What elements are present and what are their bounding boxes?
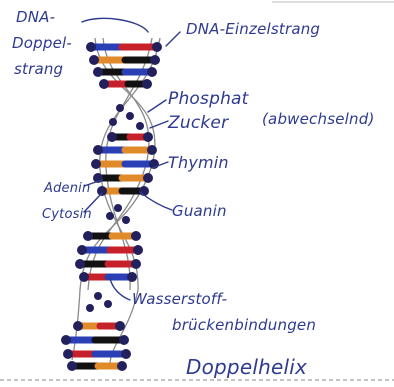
base-pair <box>79 272 137 282</box>
label-wasserstoff-line1: Wasserstoff- <box>132 290 227 308</box>
pointer-phosphat <box>148 100 166 112</box>
label-abwechselnd: (abwechselnd) <box>262 110 375 128</box>
base-pair <box>83 231 141 241</box>
pointer-doppelstrang <box>82 18 148 32</box>
label-adenin: Adenin <box>43 181 90 196</box>
base-pair <box>89 55 160 65</box>
base-pair <box>97 186 149 196</box>
base-pair <box>93 173 153 183</box>
backbone-crossing <box>86 292 112 312</box>
base-pair <box>93 67 157 77</box>
label-cytosin: Cytosin <box>42 207 92 222</box>
pointer-zucker <box>150 121 168 128</box>
label-dna-einzelstrang: DNA-Einzelstrang <box>186 20 320 38</box>
label-wasserstoff-line2: brückenbindungen <box>172 316 316 334</box>
label-zucker: Zucker <box>167 113 229 133</box>
base-pair <box>67 361 127 371</box>
base-pair <box>86 42 162 52</box>
base-pair <box>91 159 159 169</box>
pointer-wasserstoff <box>110 278 130 300</box>
base-pair <box>63 349 131 359</box>
backbone-crossing <box>109 104 144 130</box>
base-pair <box>77 245 143 255</box>
label-doppelhelix: Doppelhelix <box>186 355 307 379</box>
base-pair <box>99 79 152 89</box>
pointer-einzelstrang <box>166 32 180 46</box>
label-dna-doppelstrang-line1: DNA- <box>16 8 55 26</box>
base-pair <box>93 145 157 155</box>
label-guanin: Guanin <box>172 202 227 220</box>
base-pair <box>61 335 129 345</box>
base-pair <box>73 321 125 331</box>
base-pair <box>75 259 141 269</box>
label-dna-doppelstrang-line3: strang <box>14 60 63 78</box>
label-thymin: Thymin <box>168 153 229 172</box>
base-pair <box>107 132 153 142</box>
label-phosphat: Phosphat <box>168 89 250 109</box>
label-dna-doppelstrang-line2: Doppel- <box>12 34 72 52</box>
